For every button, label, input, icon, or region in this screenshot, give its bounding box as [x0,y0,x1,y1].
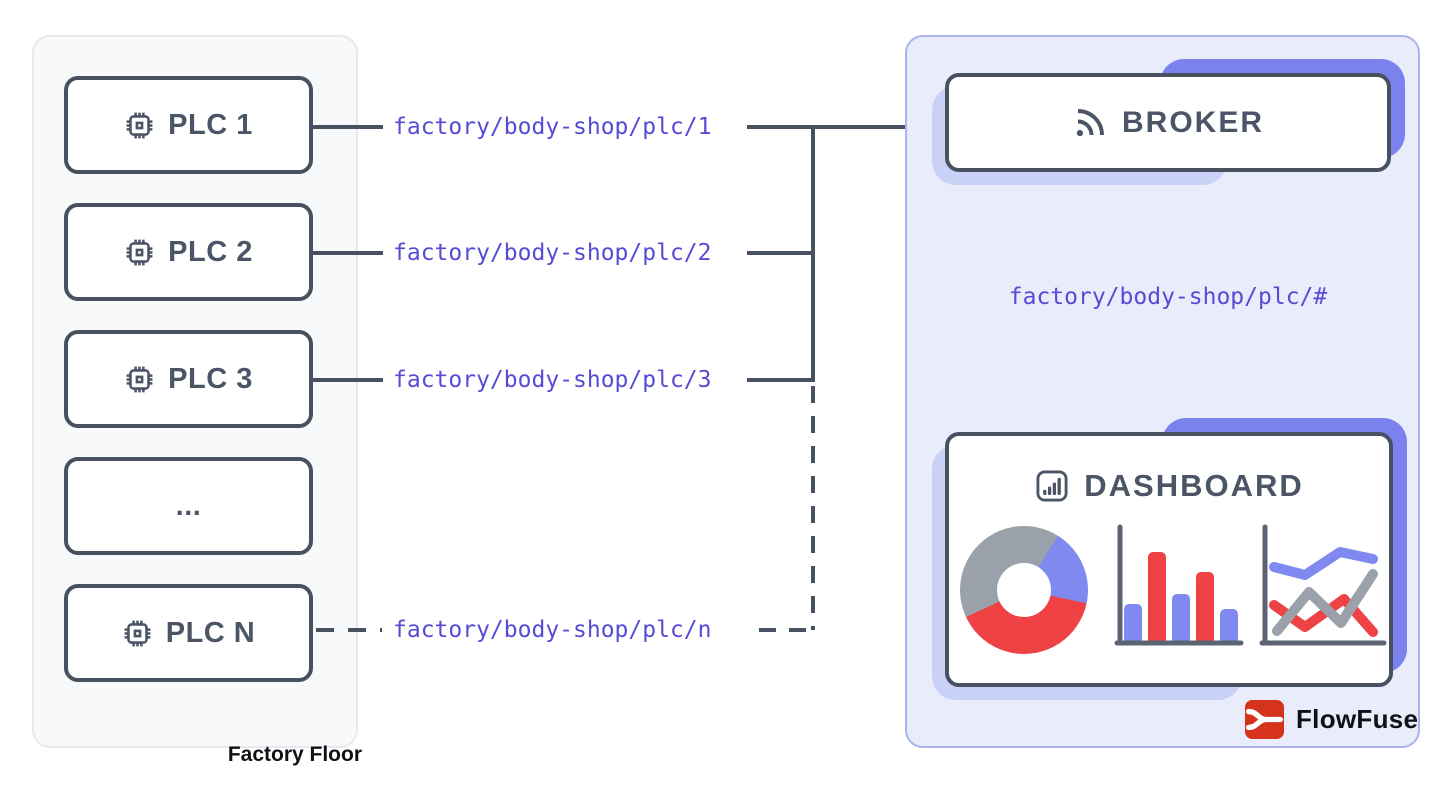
flowfuse-brand-name: FlowFuse [1296,704,1419,734]
plc-2-node: PLC 2 [64,203,313,301]
flowfuse-brand: FlowFuse [1245,700,1418,739]
plc-3-label: PLC 3 [168,362,253,395]
rss-icon [1076,108,1104,136]
broker-label: BROKER [1121,105,1264,139]
broker-node: BROKER [932,59,1405,185]
dashboard-title-row: DASHBOARD [1034,468,1304,504]
line-chart-illustration [1259,524,1387,646]
cpu-icon [126,366,153,392]
topic-wildcard: factory/body-shop/plc/# [1008,284,1328,310]
plc-ellipsis-node: ... [64,457,313,555]
dashboard-label: DASHBOARD [1084,468,1304,503]
plc-n-label: PLC N [165,616,256,649]
topic-plcn: factory/body-shop/plc/n [393,617,712,643]
plc-1-node: PLC 1 [64,76,313,174]
cpu-icon [126,239,153,265]
cpu-icon [126,112,153,138]
broker-box: BROKER [945,73,1391,172]
topic-plc3: factory/body-shop/plc/3 [393,367,712,393]
bar-chart-icon [1036,470,1068,502]
line-series-gray [1272,569,1378,636]
donut-chart-hole [997,563,1051,617]
topic-plc2: factory/body-shop/plc/2 [393,240,712,266]
wire-bus-dashed [750,386,815,632]
plc-ellipsis-label: ... [175,489,202,522]
dashboard-node: DASHBOARD [932,418,1407,700]
plc-2-label: PLC 2 [168,235,253,268]
topic-plc1: factory/body-shop/plc/1 [393,114,712,140]
cpu-icon [124,620,151,646]
plc-3-node: PLC 3 [64,330,313,428]
plc-n-node: PLC N [64,584,313,682]
line-series-blue [1269,547,1378,580]
donut-chart [960,526,1088,654]
plc-1-label: PLC 1 [168,108,253,141]
bar-chart-illustration [1114,524,1244,646]
flowfuse-logo-icon [1245,700,1284,739]
dashboard-box: DASHBOARD [945,432,1393,687]
factory-floor-caption: Factory Floor [227,743,362,766]
